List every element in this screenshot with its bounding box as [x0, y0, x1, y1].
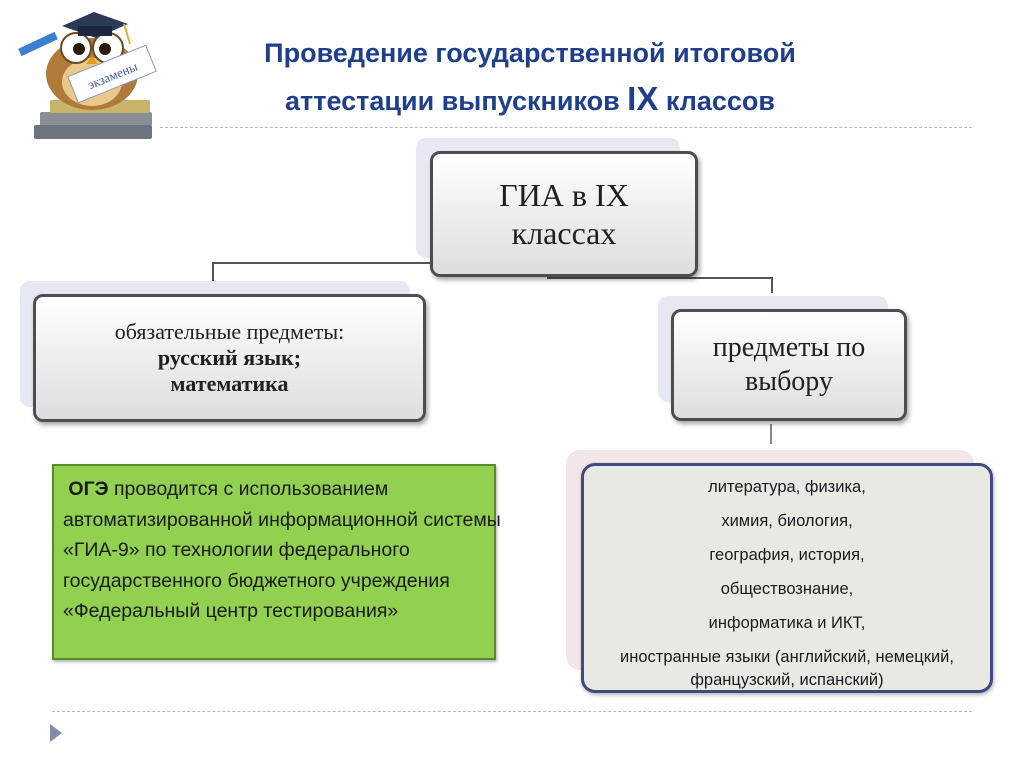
mandatory-subject-1: русский язык; [157, 345, 302, 370]
list-item: география, история, [709, 546, 865, 564]
connector-right [547, 277, 773, 293]
elective-line-1: предметы по [712, 332, 866, 363]
list-item: литература, физика, [708, 478, 866, 496]
mandatory-subjects-node: обязательные предметы: русский язык; мат… [33, 294, 426, 422]
info-box [52, 464, 496, 660]
list-item: информатика и ИКТ, [708, 614, 866, 632]
mandatory-label: обязательные предметы: [114, 319, 345, 344]
list-item: обществознание, [720, 580, 854, 598]
info-text: ОГЭ проводится с использованием автомати… [63, 474, 503, 627]
mandatory-subject-2: математика [170, 371, 289, 396]
title-line-2-end: классов [658, 86, 775, 116]
bottom-divider [52, 711, 972, 712]
title-line-2: аттестации выпускников IX классов [170, 76, 890, 124]
subjects-list: литература, физика, химия, биология, гео… [581, 463, 993, 693]
info-body: проводится с использованием автоматизиро… [63, 478, 501, 622]
top-divider [160, 127, 972, 128]
connector-list [770, 424, 772, 444]
elective-line-2: выбору [745, 366, 833, 397]
page-title: Проведение государственной итоговой атте… [170, 30, 890, 124]
title-line-1: Проведение государственной итоговой [264, 38, 796, 68]
slide-bullet-icon [50, 724, 62, 742]
list-item: химия, биология, [721, 512, 853, 530]
root-node-line-1: ГИА в IX [499, 177, 629, 213]
info-bold: ОГЭ [68, 478, 109, 500]
root-node: ГИА в IX классах [430, 151, 698, 277]
list-item: иностранные языки (английский, немецкий,… [620, 648, 954, 689]
elective-subjects-node: предметы по выбору [671, 309, 907, 421]
title-line-2-grade: IX [627, 80, 659, 117]
root-node-line-2: классах [511, 215, 617, 251]
owl-graduate-icon: экзамены [18, 12, 157, 139]
connector-left [212, 262, 434, 282]
title-line-2-start: аттестации выпускников [285, 86, 628, 116]
